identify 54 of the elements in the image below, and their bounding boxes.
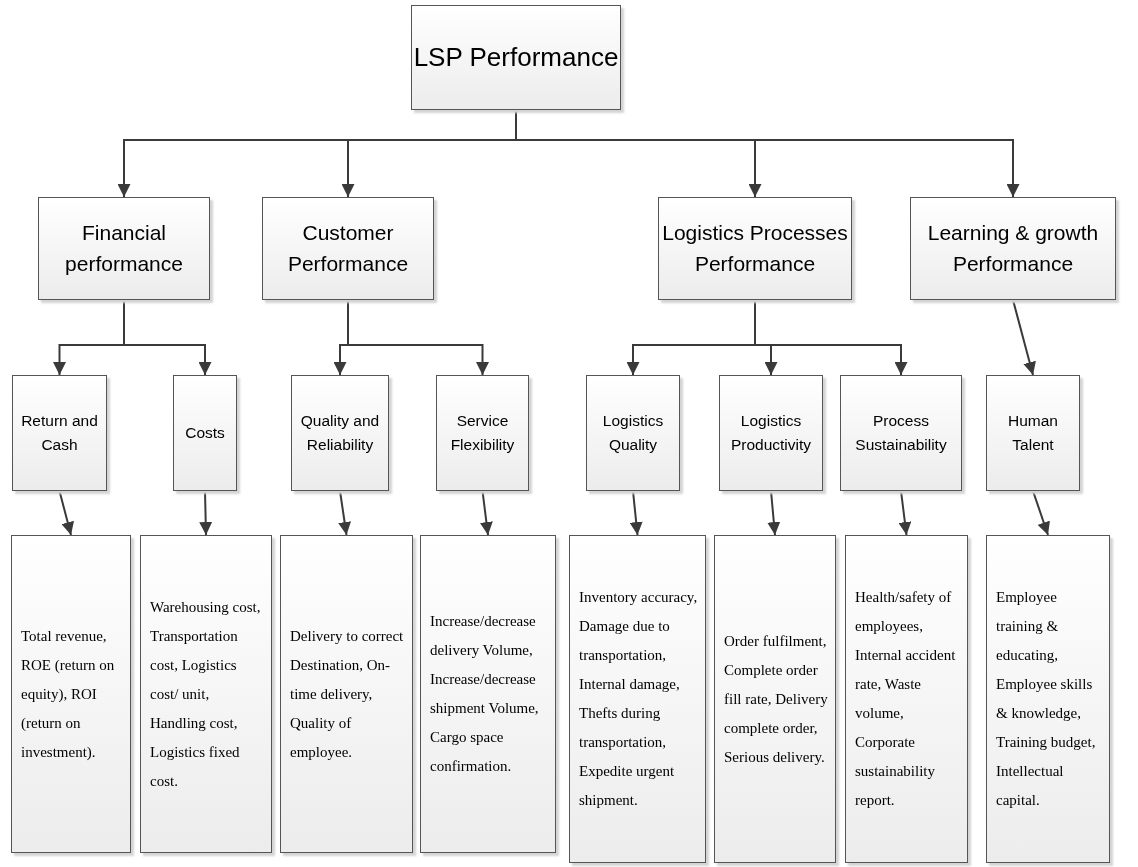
arrow — [898, 490, 912, 536]
arrow — [1032, 490, 1050, 536]
arrow — [754, 299, 908, 376]
heading-text: Customer Performance — [286, 220, 410, 277]
indicator-list-box — [420, 535, 556, 853]
heading-text: Return and Cash — [20, 411, 99, 455]
indicator-text: Inventory accuracy, Damage due to transportation, Internal damage, Thefts during transportation, Expedite urgent shipment. — [578, 588, 699, 810]
heading-text: Learning & growth Performance — [926, 220, 1100, 277]
arrow — [338, 490, 352, 536]
subcategory-box — [436, 375, 529, 491]
arrow — [58, 490, 74, 536]
heading-text: Financial performance — [64, 220, 184, 277]
indicator-text: Total revenue, ROE (return on equity), ROI (return on investment). — [20, 626, 116, 762]
heading-text: Process Sustainability — [854, 411, 948, 455]
category-box — [910, 197, 1116, 300]
indicator-list-box — [845, 535, 968, 863]
indicator-list-box — [140, 535, 272, 853]
arrow — [123, 299, 212, 376]
heading-text: LSP Performance — [413, 42, 619, 73]
title-box — [411, 5, 621, 110]
arrow — [1012, 299, 1036, 376]
subcategory-box — [719, 375, 823, 491]
heading-text: Logistics Quality — [601, 411, 665, 455]
category-box — [658, 197, 852, 300]
subcategory-box — [291, 375, 389, 491]
indicator-text: Warehousing cost, Transportation cost, Logistics cost/ unit, Handling cost, Logistics fixed cost. — [149, 597, 262, 791]
heading-text: Costs — [185, 423, 225, 443]
arrow — [479, 490, 493, 536]
arrow — [629, 490, 643, 536]
indicator-list-box — [986, 535, 1110, 863]
subcategory-box — [173, 375, 237, 491]
subcategory-box — [586, 375, 680, 491]
subcategory-box — [840, 375, 962, 491]
subcategory-box — [12, 375, 107, 491]
arrow — [199, 490, 213, 536]
indicator-text: Increase/decrease delivery Volume, Increase/decrease shipment Volume, Cargo space confirmation. — [429, 612, 540, 776]
indicator-list-box — [714, 535, 836, 863]
subcategory-box — [986, 375, 1080, 491]
arrow — [767, 490, 781, 536]
indicator-text: Employee training & educating, Employee skills & knowledge, Training budget, Intellectual capital. — [995, 588, 1097, 810]
heading-text: Quality and Reliability — [299, 411, 381, 455]
indicator-text: Delivery to correct Destination, On-time delivery, Quality of employee. — [289, 626, 405, 762]
heading-text: Service Flexibility — [449, 411, 516, 455]
heading-text: Logistics Processes Performance — [661, 220, 849, 277]
indicator-text: Health/safety of employees, Internal accident rate, Waste volume, Corporate sustainability report. — [854, 588, 957, 810]
arrow — [347, 299, 489, 376]
heading-text: Human Talent — [1007, 411, 1059, 455]
heading-text: Logistics Productivity — [729, 411, 813, 455]
indicator-text: Order fulfilment, Complete order fill rate, Delivery complete order, Serious delivery. — [723, 631, 829, 767]
category-box — [262, 197, 434, 300]
category-box — [38, 197, 210, 300]
indicator-list-box — [280, 535, 413, 853]
indicator-list-box — [11, 535, 131, 853]
indicator-list-box — [569, 535, 706, 863]
